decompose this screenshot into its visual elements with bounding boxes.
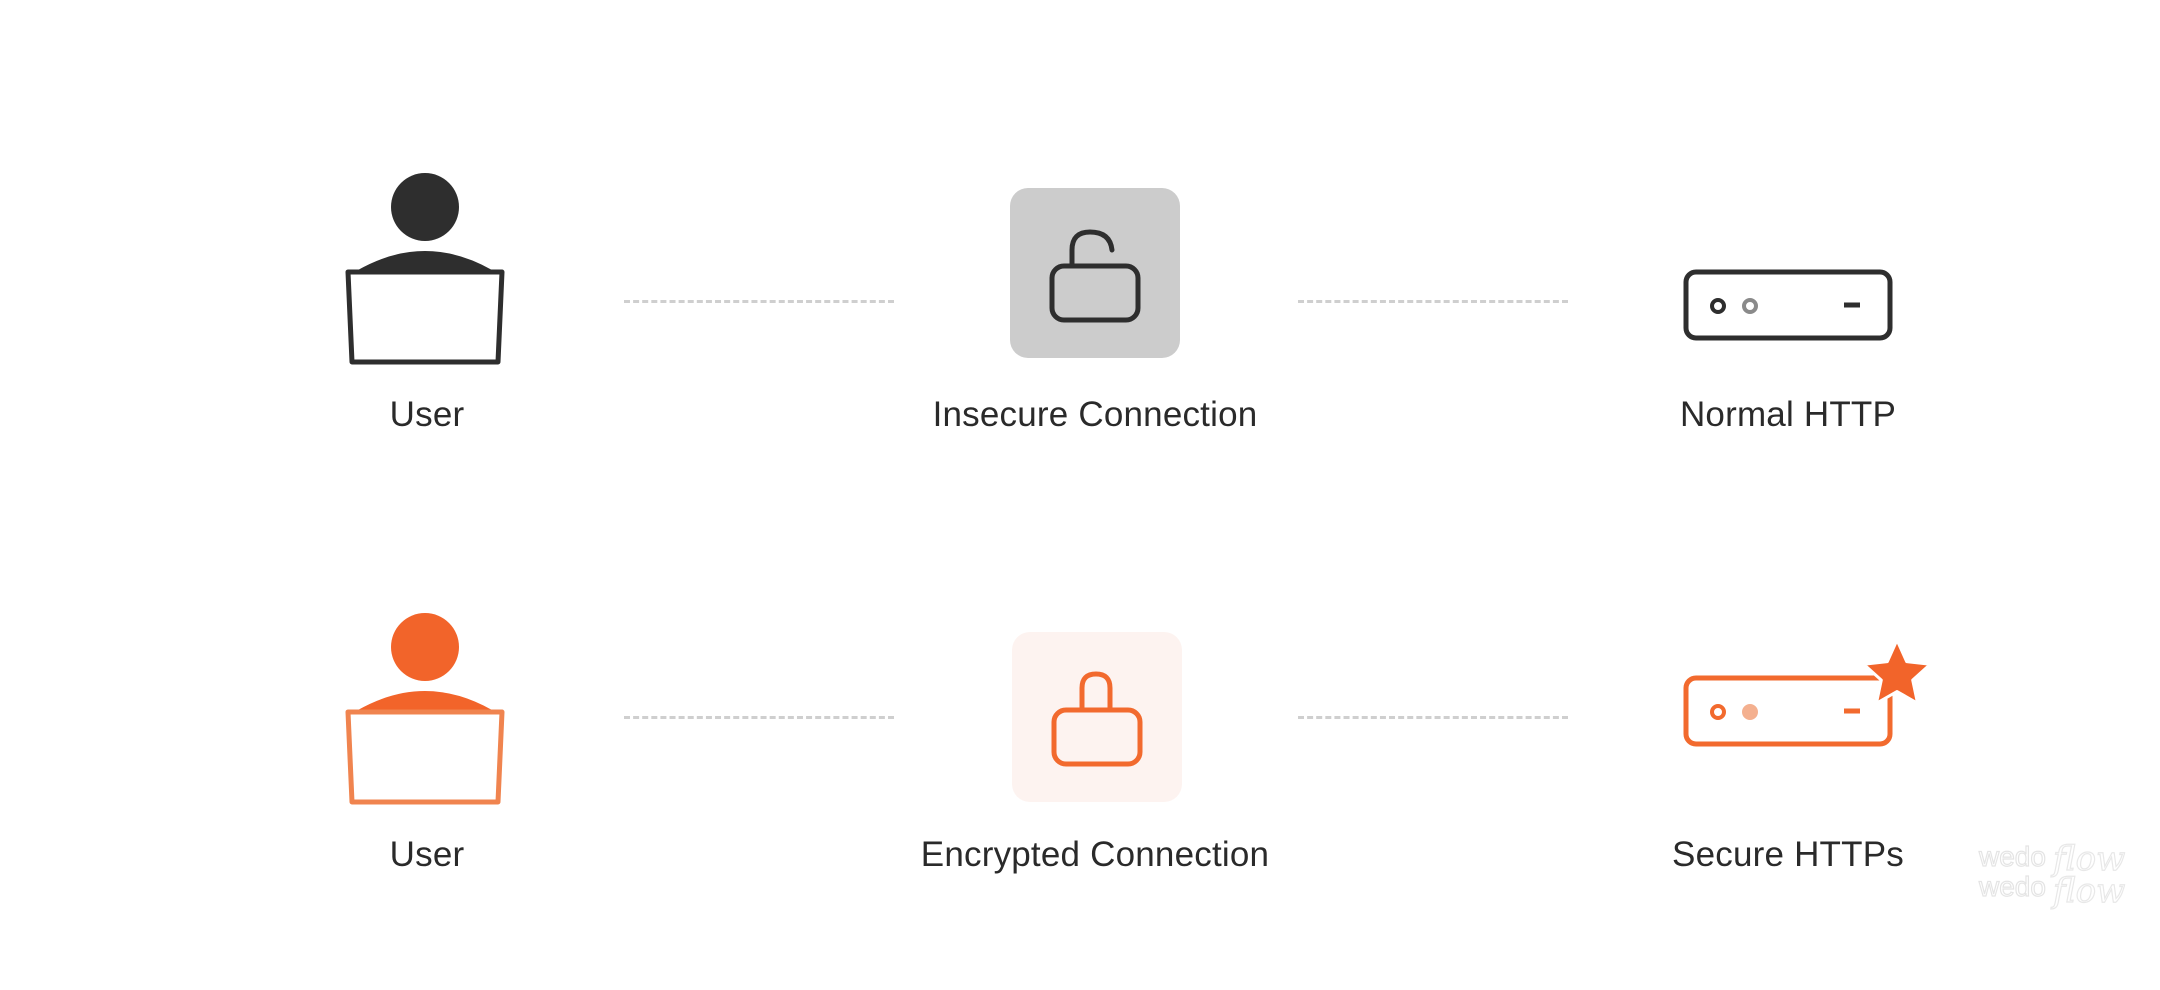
connector-line [1298,300,1568,303]
user-laptop-icon [345,613,505,805]
server-icon [1683,269,1893,341]
secure-https-label: Secure HTTPs [1672,835,1904,874]
connector-line [1298,716,1568,719]
star-icon [1862,638,1932,705]
user-label: User [389,395,465,434]
svg-text:wedo: wedo [1978,841,2046,872]
locked-padlock-icon [1012,632,1182,802]
svg-text:flow: flow [2050,871,2125,911]
secure-server-icon [1683,638,1932,747]
watermark-logo: wedo wedo flow flow [1977,838,2125,911]
insecure-connection-label: Insecure Connection [932,395,1258,434]
user-laptop-icon [345,173,505,365]
normal-http-label: Normal HTTP [1679,395,1897,434]
unlocked-padlock-icon [1010,188,1180,358]
user-label: User [389,835,465,874]
connector-line [624,716,894,719]
encrypted-connection-label: Encrypted Connection [920,835,1270,874]
svg-text:wedo: wedo [1978,871,2046,902]
svg-text:flow: flow [2050,839,2125,879]
connector-line [624,300,894,303]
